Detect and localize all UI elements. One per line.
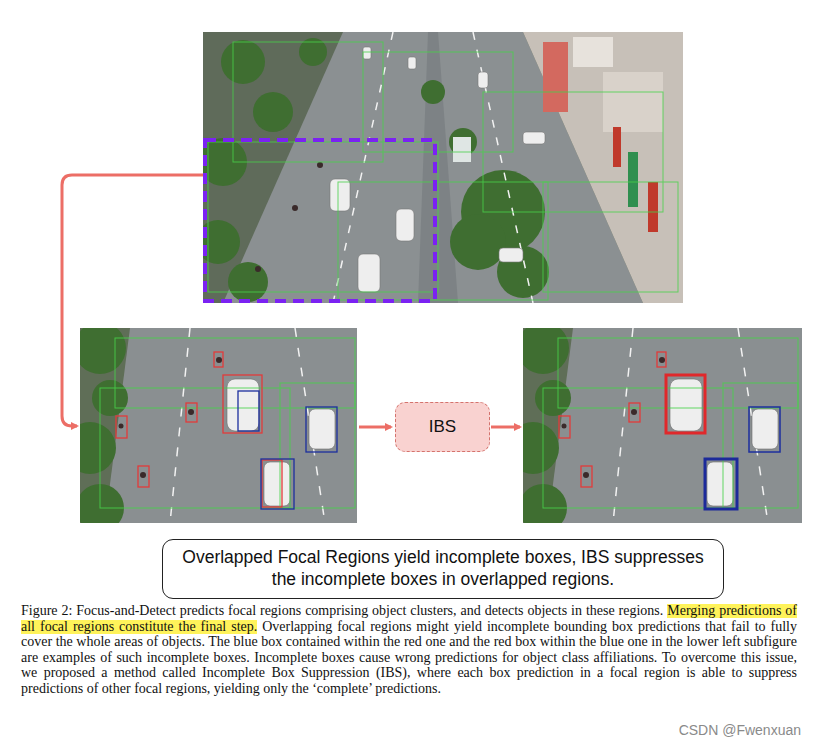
figure-caption: Figure 2: Focus-and-Detect predicts foca…	[21, 603, 797, 697]
node-text: Overlapped Focal Regions yield incomplet…	[177, 547, 709, 591]
node-text: IBS	[429, 417, 456, 437]
crop-after	[523, 328, 802, 523]
aerial-photo	[203, 32, 683, 303]
method-box: IBS	[395, 402, 490, 452]
summary-box: Overlapped Focal Regions yield incomplet…	[162, 539, 724, 599]
watermark: CSDN @Fwenxuan	[677, 722, 803, 738]
flow-arrow	[491, 426, 520, 429]
focal-region	[205, 140, 435, 301]
crop-before	[80, 328, 357, 523]
flow-arrow	[359, 426, 391, 429]
